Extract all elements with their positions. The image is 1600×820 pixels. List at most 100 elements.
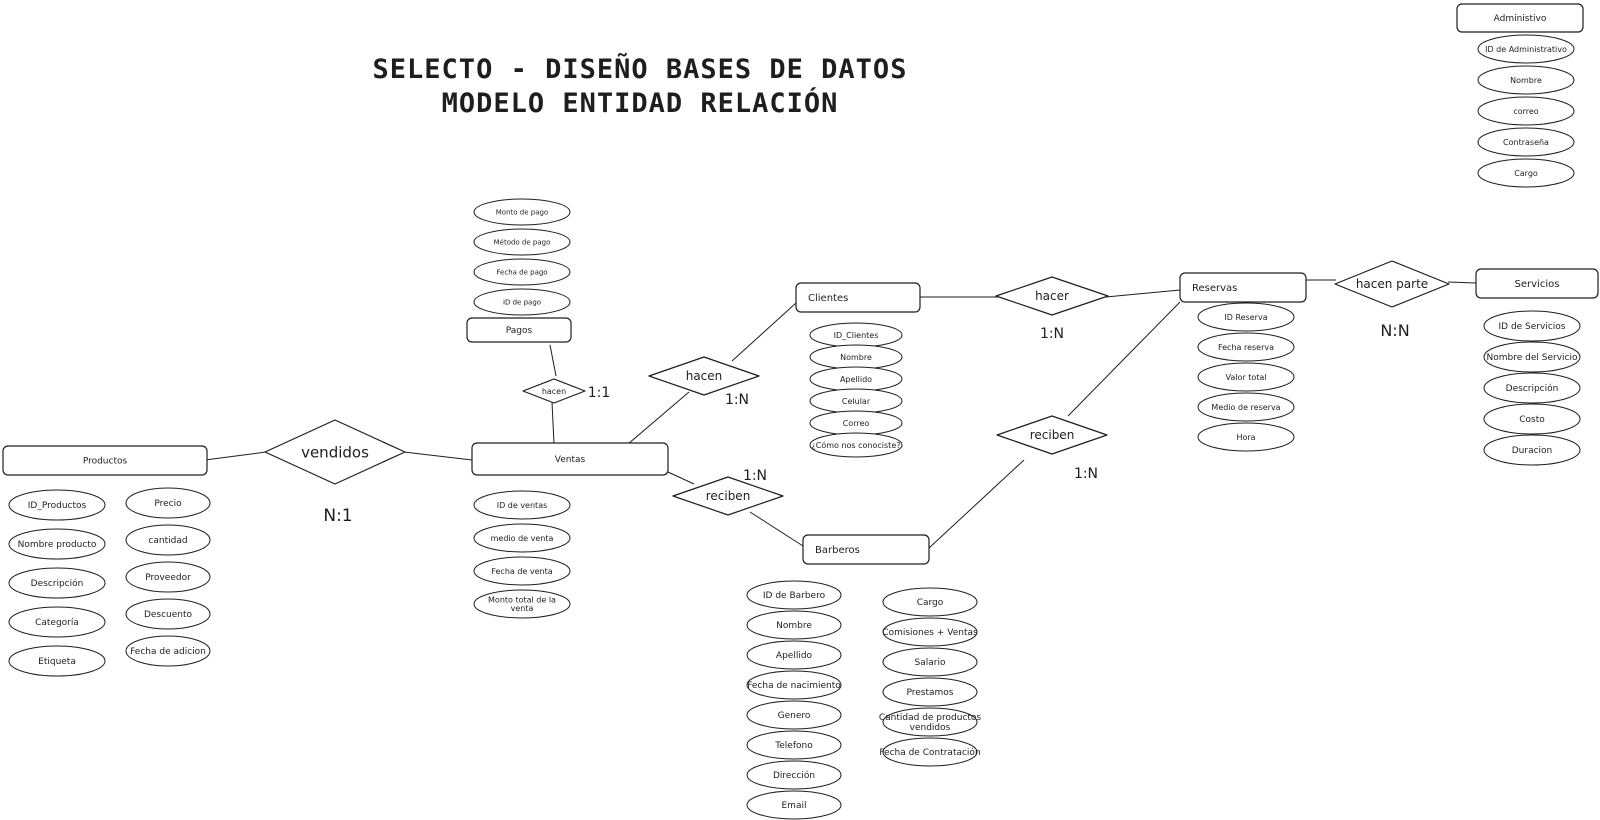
attribute-barberos_col1-6[interactable]: Dirección <box>746 760 842 790</box>
attribute-productos_col1-2[interactable]: Descripción <box>8 567 106 599</box>
attribute-barberos_col1-7[interactable]: Email <box>746 790 842 820</box>
line-vendidos-ventas <box>403 451 473 461</box>
attribute-ellipse <box>1477 34 1575 64</box>
attribute-administrativo-3[interactable]: Contraseña <box>1477 127 1575 157</box>
attribute-productos_col1-1[interactable]: Nombre producto <box>8 528 106 560</box>
relation-reciben_ventas[interactable]: reciben <box>672 476 784 516</box>
relation-hacen_clientes-label: hacen <box>686 369 723 383</box>
attribute-ellipse <box>125 635 211 667</box>
attribute-pagos-1[interactable]: Método de pago <box>473 228 571 256</box>
attribute-label: Fecha de pago <box>496 268 547 276</box>
attribute-servicios-4[interactable]: Duracion <box>1483 434 1581 466</box>
relation-hacen_pagos[interactable]: hacen <box>522 378 586 404</box>
attribute-barberos_col1-4[interactable]: Genero <box>746 700 842 730</box>
attribute-reservas-1[interactable]: Fecha reserva <box>1197 332 1295 362</box>
attribute-ellipse <box>1477 65 1575 95</box>
attribute-productos_col2-0[interactable]: Precio <box>125 487 211 519</box>
attribute-clientes-4[interactable]: Correo <box>809 410 903 436</box>
attribute-reservas-0[interactable]: ID Reserva <box>1197 302 1295 332</box>
attribute-barberos_col1-0[interactable]: ID de Barbero <box>746 580 842 610</box>
attribute-ellipse <box>8 528 106 560</box>
attribute-servicios-2[interactable]: Descripción <box>1483 372 1581 404</box>
attribute-productos_col2-3[interactable]: Descuento <box>125 598 211 630</box>
entity-ventas[interactable]: Ventas <box>471 442 669 476</box>
entity-clientes[interactable]: Clientes <box>795 282 921 313</box>
attribute-barberos_col2-5[interactable]: Fecha de Contratación <box>879 737 981 767</box>
attribute-label: Proveedor <box>145 573 191 583</box>
attribute-pagos-3[interactable]: ID de pago <box>473 288 571 316</box>
relation-hacen_parte-diamond <box>1334 260 1450 308</box>
attribute-reservas-3[interactable]: Medio de reserva <box>1197 392 1295 422</box>
attribute-label: correo <box>1513 107 1538 116</box>
attribute-ellipse <box>8 606 106 638</box>
line-hacer-reservas <box>1105 289 1181 298</box>
relation-vendidos[interactable]: vendidos <box>264 419 406 485</box>
attribute-ellipse <box>882 707 978 737</box>
attribute-ellipse <box>1477 96 1575 126</box>
attribute-ellipse <box>882 617 978 647</box>
attribute-ventas-0[interactable]: ID de ventas <box>473 490 571 520</box>
attribute-ventas-2[interactable]: Fecha de venta <box>473 556 571 586</box>
attribute-pagos-0[interactable]: Monto de pago <box>473 198 571 226</box>
attribute-administrativo-0[interactable]: ID de Administrativo <box>1477 34 1575 64</box>
attribute-productos_col2-1[interactable]: cantidad <box>125 524 211 556</box>
relation-hacen_parte[interactable]: hacen parte <box>1334 260 1450 308</box>
attribute-label: Categoría <box>35 618 79 628</box>
attribute-administrativo-1[interactable]: Nombre <box>1477 65 1575 95</box>
attribute-barberos_col2-2[interactable]: Salario <box>882 647 978 677</box>
cardinality-hacer: 1:N <box>1040 326 1064 342</box>
entity-barberos[interactable]: Barberos <box>802 534 930 565</box>
attribute-productos_col2-4[interactable]: Fecha de adicion <box>125 635 211 667</box>
attribute-servicios-3[interactable]: Costo <box>1483 403 1581 435</box>
attribute-barberos_col1-1[interactable]: Nombre <box>746 610 842 640</box>
relation-hacer[interactable]: hacer <box>995 276 1109 316</box>
entity-clientes-label: Clientes <box>808 293 848 304</box>
attribute-productos_col1-4[interactable]: Etiqueta <box>8 645 106 677</box>
attribute-label: ID_Clientes <box>834 331 879 340</box>
attribute-barberos_col2-1[interactable]: Comisiones + Ventas <box>882 617 978 647</box>
entity-administrativo-label: Administivo <box>1494 14 1547 24</box>
attribute-administrativo-4[interactable]: Cargo <box>1477 158 1575 188</box>
attribute-clientes-2[interactable]: Apellido <box>809 366 903 392</box>
entity-administrativo[interactable]: Administivo <box>1456 3 1584 33</box>
attribute-clientes-5[interactable]: ¿Cómo nos conociste? <box>809 432 903 458</box>
attribute-barberos_col2-0[interactable]: Cargo <box>882 587 978 617</box>
entity-servicios[interactable]: Servicios <box>1475 268 1599 299</box>
attribute-reservas-2[interactable]: Valor total <box>1197 362 1295 392</box>
relation-hacen_clientes[interactable]: hacen <box>648 356 760 396</box>
entity-pagos[interactable]: Pagos <box>466 317 572 343</box>
attribute-servicios-1[interactable]: Nombre del Servicio <box>1483 341 1581 373</box>
attribute-productos_col1-3[interactable]: Categoría <box>8 606 106 638</box>
entity-pagos-label: Pagos <box>506 326 533 336</box>
attribute-servicios-0[interactable]: ID de Servicios <box>1483 310 1581 342</box>
attribute-productos_col2-2[interactable]: Proveedor <box>125 561 211 593</box>
attribute-label: ID de pago <box>503 298 541 306</box>
attribute-ventas-1[interactable]: medio de venta <box>473 523 571 553</box>
attribute-clientes-0[interactable]: ID_Clientes <box>809 322 903 348</box>
attribute-label: Duracion <box>1512 446 1553 456</box>
relation-reciben_reservas[interactable]: reciben <box>996 415 1108 455</box>
attribute-ellipse <box>1477 127 1575 157</box>
attribute-reservas-4[interactable]: Hora <box>1197 422 1295 452</box>
attribute-ellipse <box>1483 434 1581 466</box>
attribute-ellipse <box>746 730 842 760</box>
attribute-label: Hora <box>1236 433 1255 442</box>
attribute-clientes-1[interactable]: Nombre <box>809 344 903 370</box>
entity-reservas-label: Reservas <box>1192 283 1237 294</box>
attribute-barberos_col1-2[interactable]: Apellido <box>746 640 842 670</box>
attribute-productos_col1-0[interactable]: ID_Productos <box>8 489 106 521</box>
attribute-administrativo-2[interactable]: correo <box>1477 96 1575 126</box>
attribute-barberos_col2-3[interactable]: Prestamos <box>882 677 978 707</box>
attribute-barberos_col1-5[interactable]: Telefono <box>746 730 842 760</box>
entity-administrativo-box <box>1456 3 1584 33</box>
attribute-clientes-3[interactable]: Celular <box>809 388 903 414</box>
attribute-label: Cargo <box>917 598 944 608</box>
attribute-label: Costo <box>1519 415 1545 425</box>
entity-reservas[interactable]: Reservas <box>1179 272 1307 303</box>
entity-productos[interactable]: Productos <box>2 445 208 476</box>
attribute-barberos_col1-3[interactable]: Fecha de nacimiento <box>746 670 842 700</box>
attribute-pagos-2[interactable]: Fecha de pago <box>473 258 571 286</box>
